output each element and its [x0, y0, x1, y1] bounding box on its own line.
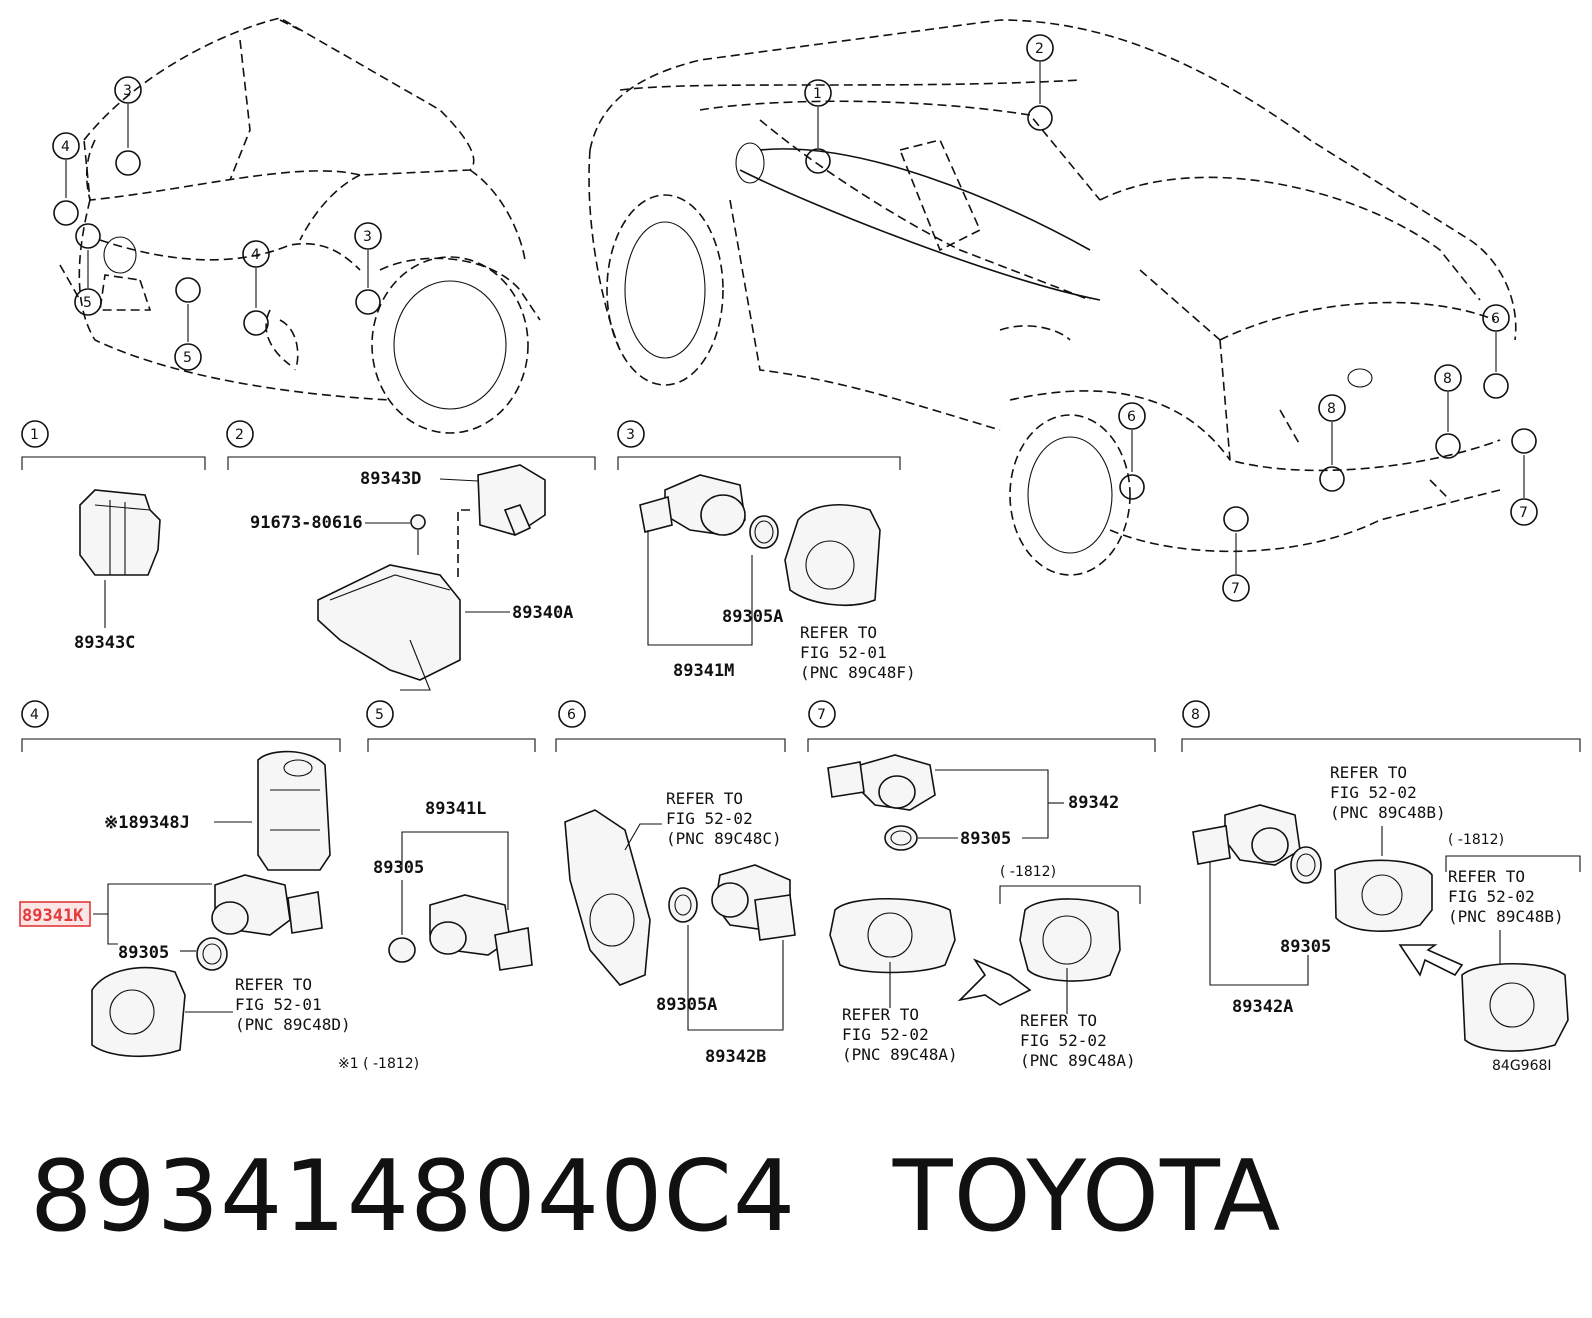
part-label: 91673-80616 [250, 513, 363, 533]
brand-name: TOYOTA [892, 1140, 1282, 1254]
part-label: 89305A [722, 607, 783, 627]
part-number: 8934148040C4 [30, 1140, 797, 1254]
part-label: 89305A [656, 995, 717, 1015]
svg-text:6: 6 [1491, 311, 1500, 327]
section-5: 5 89341L 89305 [366, 700, 536, 971]
svg-text:4: 4 [30, 707, 39, 723]
svg-text:REFER TO: REFER TO [235, 975, 312, 994]
svg-text:(PNC 89C48B): (PNC 89C48B) [1448, 907, 1564, 926]
svg-text:4: 4 [61, 139, 70, 155]
svg-text:8: 8 [1443, 371, 1452, 387]
highlighted-part-box[interactable] [19, 901, 91, 927]
svg-text:REFER TO: REFER TO [800, 623, 877, 642]
svg-text:8: 8 [1191, 707, 1200, 723]
part-label: 89340A [512, 603, 573, 623]
svg-text:6: 6 [567, 707, 576, 723]
svg-text:FIG 52-02: FIG 52-02 [666, 809, 753, 828]
part-label: 89342 [1068, 793, 1119, 813]
svg-text:REFER TO: REFER TO [842, 1005, 919, 1024]
svg-text:(PNC 89C48B): (PNC 89C48B) [1330, 803, 1446, 822]
svg-text:FIG 52-02: FIG 52-02 [1330, 783, 1417, 802]
svg-text:REFER TO: REFER TO [1330, 763, 1407, 782]
svg-text:7: 7 [817, 707, 826, 723]
svg-text:6: 6 [1127, 409, 1136, 425]
front-car-view [59, 17, 541, 434]
svg-text:※1 ( -1812): ※1 ( -1812) [338, 1056, 419, 1072]
svg-text:( -1812): ( -1812) [1448, 832, 1504, 848]
svg-text:FIG 52-01: FIG 52-01 [235, 995, 322, 1014]
svg-text:REFER TO: REFER TO [1448, 867, 1525, 886]
section-3: 3 89305A 89341M REFER TO FIG 52-01 (PNC … [617, 420, 916, 682]
figure-id: 84G968I [1492, 1058, 1552, 1074]
svg-text:8: 8 [1327, 401, 1336, 417]
highlighted-part-label[interactable]: 89341K [22, 906, 84, 926]
svg-text:2: 2 [235, 427, 244, 443]
section-2: 2 89343D 91673-80616 89340A [226, 420, 596, 691]
part-label: 89305 [960, 829, 1011, 849]
svg-text:1: 1 [30, 427, 39, 443]
svg-text:5: 5 [375, 707, 384, 723]
rear-callouts: 1 2 6 6 8 8 7 7 [804, 34, 1538, 602]
front-callouts: 3 4 3 4 5 5 [52, 76, 382, 371]
svg-text:FIG 52-01: FIG 52-01 [800, 643, 887, 662]
svg-text:(PNC 89C48C): (PNC 89C48C) [666, 829, 782, 848]
part-label: 89342A [1232, 997, 1293, 1017]
svg-text:REFER TO: REFER TO [666, 789, 743, 808]
part-label: 89305 [118, 943, 169, 963]
callout-num: 3 [123, 83, 132, 99]
svg-text:(PNC 89C48A): (PNC 89C48A) [1020, 1051, 1136, 1070]
part-label: 89305 [373, 858, 424, 878]
svg-text:3: 3 [363, 229, 372, 245]
svg-text:7: 7 [1231, 581, 1240, 597]
svg-text:FIG 52-02: FIG 52-02 [1020, 1031, 1107, 1050]
svg-text:REFER TO: REFER TO [1020, 1011, 1097, 1030]
svg-text:5: 5 [83, 295, 92, 311]
section-7: 7 89342 89305 ( -1812) REFER TO FIG 52-0… [807, 700, 1156, 1070]
svg-text:1: 1 [813, 86, 822, 102]
svg-text:FIG 52-02: FIG 52-02 [1448, 887, 1535, 906]
svg-text:(PNC 89C48F): (PNC 89C48F) [800, 663, 916, 682]
svg-text:( -1812): ( -1812) [1000, 864, 1056, 880]
svg-text:FIG 52-02: FIG 52-02 [842, 1025, 929, 1044]
svg-text:2: 2 [1035, 41, 1044, 57]
svg-text:(PNC 89C48D): (PNC 89C48D) [235, 1015, 351, 1034]
section-1: 1 89343C [21, 420, 206, 653]
svg-text:7: 7 [1519, 505, 1528, 521]
part-label: 89305 [1280, 937, 1331, 957]
rear-car-view [588, 19, 1517, 576]
part-label: 89343D [360, 469, 421, 489]
section-4: 4 ※189348J 89341K 89305 REFER TO FIG 52-… [19, 700, 419, 1072]
svg-text:3: 3 [626, 427, 635, 443]
section-8: 8 REFER TO FIG 52-02 (PNC 89C48B) 89305 … [1181, 700, 1581, 1074]
part-label: 89341M [673, 661, 734, 681]
section-6: 6 REFER TO FIG 52-02 (PNC 89C48C) 89305A… [555, 700, 796, 1067]
svg-text:(PNC 89C48A): (PNC 89C48A) [842, 1045, 958, 1064]
footer-title: 8934148040C4 TOYOTA [30, 1140, 1281, 1254]
part-label: 89341L [425, 799, 486, 819]
svg-text:4: 4 [251, 247, 260, 263]
part-label: 89342B [705, 1047, 766, 1067]
part-label: ※189348J [104, 813, 190, 833]
part-label: 89343C [74, 633, 135, 653]
svg-text:5: 5 [183, 350, 192, 366]
